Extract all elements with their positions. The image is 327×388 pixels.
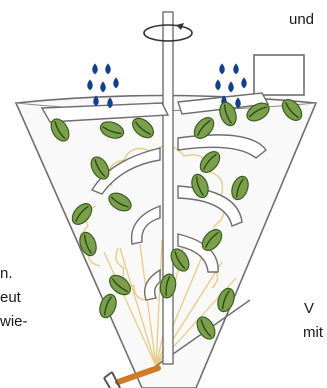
water-drop-icon xyxy=(219,63,225,74)
text-fragment-right-1: V xyxy=(304,300,314,318)
water-drop-icon xyxy=(105,63,111,74)
water-drop-icon xyxy=(241,77,247,88)
water-drop-icon xyxy=(92,63,98,74)
water-drop-icon xyxy=(100,81,106,92)
vessel-side-box xyxy=(254,55,304,95)
water-drop-icon xyxy=(87,79,93,90)
text-fragment-right-2: mit xyxy=(303,324,323,342)
text-fragment-left-2: eut xyxy=(0,289,21,307)
agitator-shaft xyxy=(163,12,173,364)
text-fragment-top-right: und xyxy=(289,11,314,29)
water-drop-icon xyxy=(228,81,234,92)
text-fragment-left-3: wie- xyxy=(0,313,28,331)
water-drop-icon xyxy=(113,77,119,88)
water-drop-icon xyxy=(233,63,239,74)
water-drop-icon xyxy=(215,79,221,90)
text-fragment-left-1: n. xyxy=(0,265,13,283)
